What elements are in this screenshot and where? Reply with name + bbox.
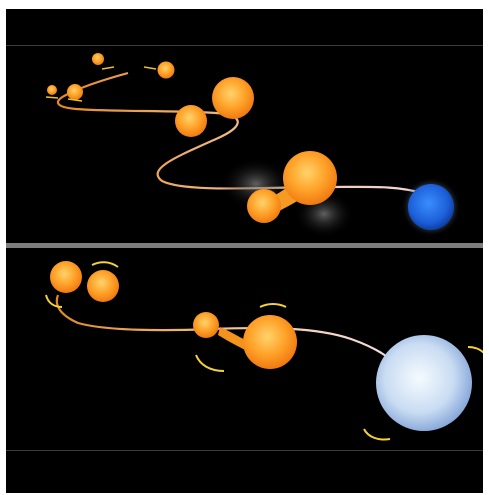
blue-star xyxy=(408,184,454,230)
figure-frame xyxy=(6,9,483,493)
panel-separator xyxy=(6,243,483,248)
orbit-arrow-icon xyxy=(91,261,119,268)
top-divider xyxy=(6,45,483,46)
orbit-arrow-icon xyxy=(363,428,391,441)
orbit-arrow-icon xyxy=(259,303,287,308)
orbit-arrow-icon xyxy=(67,98,83,102)
bottom-divider xyxy=(6,450,483,451)
evolution-track xyxy=(55,294,391,360)
top-panel xyxy=(45,53,461,238)
orange-star xyxy=(50,261,82,293)
orange-star xyxy=(193,312,219,338)
orange-star-large xyxy=(243,315,297,369)
orange-star xyxy=(87,270,119,302)
small-star xyxy=(157,61,175,79)
orange-star xyxy=(175,105,207,137)
orbit-arrow-icon xyxy=(45,96,59,99)
orbit-arrow-icon xyxy=(101,66,115,70)
bottom-panel xyxy=(45,261,483,441)
orbit-arrow-icon xyxy=(143,66,157,70)
orbit-arrow-icon xyxy=(467,346,483,354)
merger-star-small xyxy=(247,189,281,223)
merger-star-large xyxy=(283,151,337,205)
small-star xyxy=(47,85,57,95)
evolution-illustration xyxy=(45,53,483,441)
orbit-arrow-icon xyxy=(45,294,63,308)
small-star xyxy=(67,84,83,100)
blue-giant-star xyxy=(376,335,472,431)
orange-star xyxy=(212,77,254,119)
small-star xyxy=(92,53,104,65)
orbit-arrow-icon xyxy=(195,354,225,372)
